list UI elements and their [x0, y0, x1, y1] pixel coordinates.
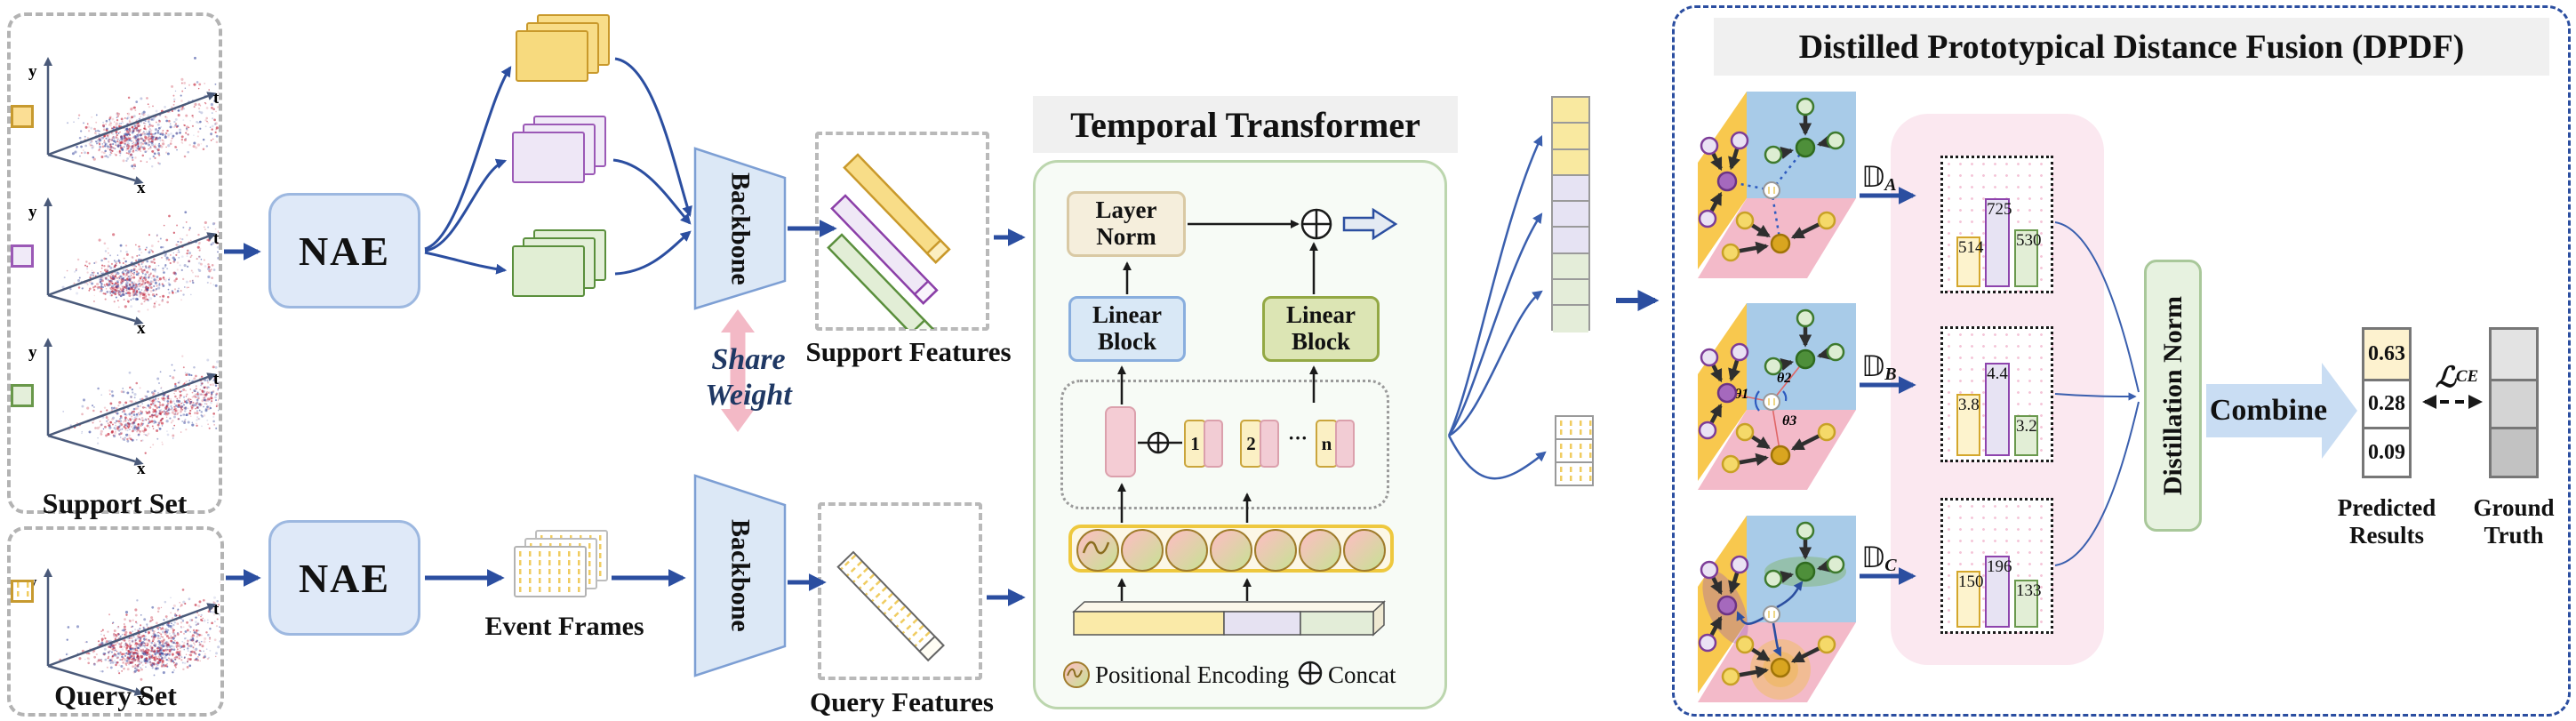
positional-encoding-circle [1076, 529, 1119, 572]
token-group-box [1060, 380, 1389, 509]
predicted-cell: 0.63 [2364, 330, 2409, 379]
linear-block-right-box: Linear Block [1262, 296, 1380, 362]
distance-a-label: 𝔻A [1861, 160, 1897, 196]
layer-norm-box: Layer Norm [1067, 191, 1186, 257]
backbone-query-label: Backbone [725, 519, 756, 632]
class-purple-legend-swatch [11, 244, 34, 268]
query-set-box: ytx Query Set [7, 526, 224, 717]
support-frames-green [512, 229, 612, 306]
nae-query-label: NAE [298, 555, 391, 601]
query-set-label: Query Set [54, 679, 177, 711]
distance-b-label: 𝔻B [1861, 349, 1897, 385]
support-scatter-plots: y t x y t x y t x [28, 56, 219, 478]
ground-truth-cell [2492, 330, 2536, 379]
support-feature-bars [827, 153, 951, 344]
query-features-box [818, 502, 982, 680]
distance-chart-b: 3.8 4.4 3.2 [1940, 326, 2053, 462]
support-features-label: Support Features [805, 336, 1012, 367]
token-circle [1299, 529, 1341, 572]
token-circle [1165, 529, 1208, 572]
svg-text:y: y [28, 62, 37, 81]
token-circle [1210, 529, 1252, 572]
concat-legend-label: Concat [1328, 661, 1396, 688]
event-frames-stack [514, 530, 613, 606]
ground-truth-cell [2492, 378, 2536, 428]
token-1-pink [1204, 420, 1223, 468]
token-circle [1343, 529, 1386, 572]
distance-chart-c: 150 196 133 [1940, 498, 2053, 634]
distance-cube-b: θ1 θ2 θ3 [1698, 303, 1856, 490]
svg-text:t: t [213, 89, 219, 108]
backbone-support-label: Backbone [725, 172, 756, 285]
svg-text:y: y [28, 203, 37, 221]
svg-text:t: t [213, 229, 219, 248]
token-circle [1121, 529, 1164, 572]
svg-text:θ2: θ2 [1777, 371, 1791, 386]
nae-support-box: NAE [268, 193, 420, 308]
query-feature-stack [1555, 415, 1594, 486]
dpdf-panel [1672, 5, 2571, 717]
class-yellow-legend-swatch [11, 105, 34, 128]
positional-encoding-legend-label: Positional Encoding [1095, 661, 1290, 688]
distance-cube-a [1698, 92, 1856, 278]
svg-text:x: x [137, 179, 146, 197]
support-set-label: Support Set [42, 487, 188, 519]
predicted-cell: 0.09 [2364, 427, 2409, 476]
nae-query-box: NAE [268, 520, 420, 636]
svg-text:t: t [213, 370, 219, 389]
prototype-feature-stack [1551, 96, 1590, 332]
svg-text:θ3: θ3 [1782, 413, 1796, 429]
ground-truth-cell [2492, 427, 2536, 476]
support-set-box: y t x y t x y t x Support Set [7, 12, 222, 519]
svg-text:x: x [137, 319, 146, 338]
positional-encoding-legend-icon [1063, 661, 1090, 688]
predicted-results-column: 0.63 0.28 0.09 [2362, 327, 2412, 478]
svg-text:x: x [137, 460, 146, 478]
token-ellipsis: ··· [1287, 427, 1308, 449]
ground-truth-column [2489, 327, 2539, 478]
svg-text:y: y [28, 343, 37, 362]
token-circle [1254, 529, 1297, 572]
predicted-cell: 0.28 [2364, 378, 2409, 428]
event-frames-label: Event Frames [484, 612, 644, 641]
query-legend-swatch [11, 580, 34, 603]
temporal-transformer-title: Temporal Transformer [1033, 96, 1458, 153]
query-scatter-plot: ytx [28, 568, 220, 709]
predicted-results-label: Predicted Results [2337, 494, 2436, 549]
transformer-output-curves [1447, 135, 1547, 480]
distance-chart-a: 514 725 530 [1940, 156, 2053, 293]
token-n-pink [1335, 420, 1355, 468]
nae-support-label: NAE [298, 228, 391, 274]
distillation-norm-label: Distillation Norm [2157, 295, 2188, 496]
dpdf-title: Distilled Prototypical Distance Fusion (… [1714, 18, 2549, 76]
svg-text:x: x [137, 690, 146, 709]
support-frames-purple [512, 116, 612, 192]
svg-text:θ1: θ1 [1734, 387, 1748, 402]
combine-label: Combine [2209, 394, 2328, 427]
share-weight-label: Share Weight [705, 343, 792, 413]
token-2-pink [1260, 420, 1279, 468]
distance-cube-c [1698, 516, 1856, 702]
query-token-rect [1105, 406, 1136, 477]
query-features-label: Query Features [810, 686, 994, 717]
linear-block-left-box: Linear Block [1068, 296, 1186, 362]
support-frames-yellow [516, 14, 615, 91]
ground-truth-label: Ground Truth [2473, 494, 2555, 549]
support-features-box [815, 132, 989, 344]
distance-c-label: 𝔻C [1861, 541, 1897, 576]
class-green-legend-swatch [11, 384, 34, 407]
distillation-norm-box: Distillation Norm [2144, 260, 2202, 532]
svg-text:t: t [213, 600, 220, 619]
query-feature-bar [836, 550, 945, 662]
